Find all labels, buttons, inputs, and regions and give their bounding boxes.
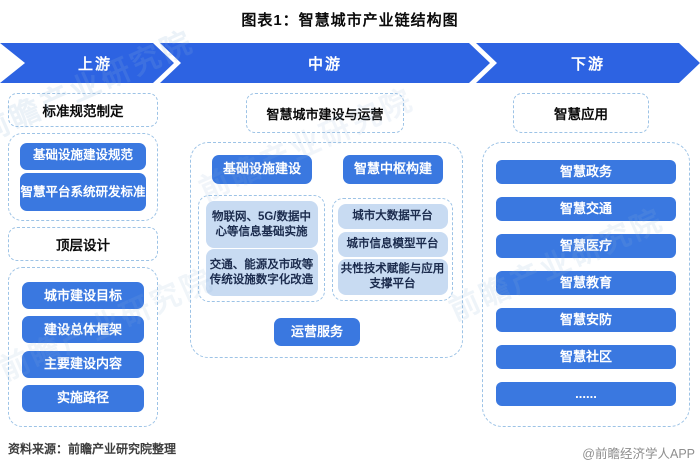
- downstream-item-more-ellipsis: ......: [496, 382, 676, 406]
- chain-stage-banner: 上游 中游 下游: [0, 43, 700, 83]
- upstream-header-standards: 标准规范制定: [8, 93, 158, 127]
- downstream-item-smart-education: 智慧教育: [496, 271, 676, 295]
- upstream-header-top-level-design: 顶层设计: [8, 227, 158, 261]
- midstream-header: 智慧城市建设与运营: [246, 93, 404, 133]
- upstream-item-infrastructure-spec: 基础设施建设规范: [20, 142, 146, 170]
- downstream-item-smart-community: 智慧社区: [496, 345, 676, 369]
- source-note: 资料来源：前瞻产业研究院整理: [8, 442, 177, 456]
- diagram-title: 图表1：智慧城市产业链结构图: [241, 12, 459, 29]
- midstream-container: 基础设施建设 智慧中枢构建 物联网、5G/数据中心等信息基础实施 交通、能源及市…: [190, 142, 463, 358]
- banner-segment-midstream-label: 中游: [307, 55, 342, 73]
- downstream-header: 智慧应用: [513, 93, 649, 133]
- midstream-item-traditional-digitalization: 交通、能源及市政等传统设施数字化改造: [205, 249, 318, 296]
- upstream-item-implementation-path: 实施路径: [22, 384, 144, 412]
- upstream-item-overall-framework: 建设总体框架: [22, 316, 144, 344]
- banner-segment-downstream-label: 下游: [570, 55, 605, 73]
- midstream-group-smart-hub-title: 智慧中枢构建: [343, 155, 443, 184]
- midstream-smart-hub-group: 城市大数据平台 城市信息模型平台 共性技术赋能与应用支撑平台: [332, 198, 453, 301]
- midstream-item-iot-5g-datacenter: 物联网、5G/数据中心等信息基础实施: [205, 201, 318, 248]
- downstream-item-smart-transport: 智慧交通: [496, 197, 676, 221]
- upstream-item-city-goals: 城市建设目标: [22, 282, 144, 310]
- downstream-item-smart-government: 智慧政务: [496, 160, 676, 184]
- midstream-group-infrastructure-title: 基础设施建设: [212, 155, 312, 184]
- banner-segment-upstream-label: 上游: [77, 55, 112, 73]
- midstream-item-common-tech-platform: 共性技术赋能与应用支撑平台: [337, 258, 448, 295]
- banner-segment-downstream: 下游: [476, 43, 700, 83]
- midstream-operation-service-button: 运营服务: [274, 318, 360, 346]
- midstream-item-big-data-platform: 城市大数据平台: [337, 204, 448, 230]
- banner-segment-midstream: 中游: [160, 43, 490, 83]
- midstream-item-city-info-model-platform: 城市信息模型平台: [337, 231, 448, 257]
- downstream-applications-group: 智慧政务 智慧交通 智慧医疗 智慧教育 智慧安防 智慧社区 ......: [482, 142, 690, 427]
- watermark-text: 前瞻产业研究院: [0, 25, 200, 150]
- banner-segment-upstream: 上游: [0, 43, 174, 83]
- upstream-item-main-content: 主要建设内容: [22, 350, 144, 378]
- downstream-item-smart-security: 智慧安防: [496, 308, 676, 332]
- credit-note: @前瞻经济学人APP: [582, 447, 695, 461]
- midstream-infrastructure-group: 物联网、5G/数据中心等信息基础实施 交通、能源及市政等传统设施数字化改造: [198, 195, 325, 302]
- upstream-design-group: 城市建设目标 建设总体框架 主要建设内容 实施路径: [8, 267, 158, 427]
- upstream-item-platform-rd-standard: 智慧平台系统研发标准: [20, 173, 146, 212]
- downstream-item-smart-healthcare: 智慧医疗: [496, 234, 676, 258]
- upstream-standards-group: 基础设施建设规范 智慧平台系统研发标准: [8, 133, 158, 221]
